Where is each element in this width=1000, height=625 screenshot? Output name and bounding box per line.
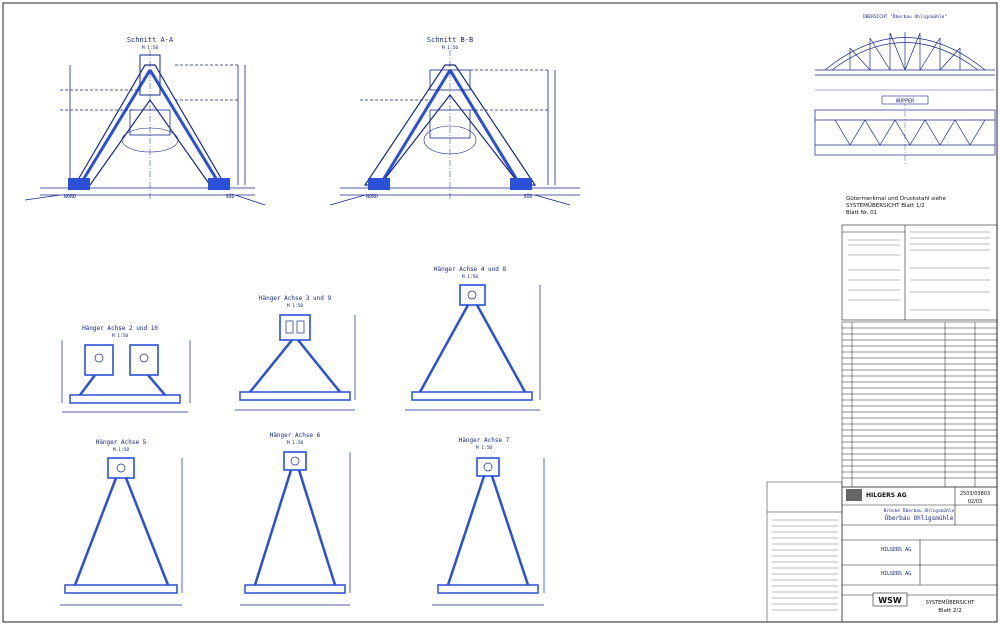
overview-title: ÜBERSICHT "Überbau Ohligsmühle" (863, 13, 947, 20)
company-name: HILGERS AG (866, 492, 907, 499)
haenger-7-title: Hänger Achse 7 (459, 437, 510, 444)
company-name-3: HILGERS AG (881, 571, 911, 577)
river-label-box (881, 95, 929, 105)
section-b-sued: SÜD (523, 193, 532, 200)
haenger-3-9-title: Hänger Achse 3 und 9 (259, 295, 332, 302)
haenger-4-8-title: Hänger Achse 4 und 8 (434, 266, 507, 273)
wsw-logo: WSW (878, 596, 902, 605)
section-b-title: Schnitt B-B (427, 36, 473, 44)
notes-block (841, 224, 998, 321)
haenger-2-10-title: Hänger Achse 2 und 10 (82, 325, 158, 332)
company-name-2: HILGERS AG (881, 547, 911, 553)
haenger-2-10-drawing (61, 340, 191, 413)
haenger-7-scale: M 1:50 (476, 445, 493, 451)
sheet-head-line3: Blatt Nr. 01 (846, 210, 877, 216)
section-a-nord: NORD (64, 194, 76, 200)
haenger-5-title: Hänger Achse 5 (96, 439, 147, 446)
section-b-nord: NORD (366, 194, 378, 200)
index-number: 2503/03803 (960, 491, 990, 497)
overview-elevation (815, 32, 995, 91)
legend-block (766, 481, 843, 623)
overview-plan (814, 100, 996, 165)
river-label: WUPPER (896, 99, 915, 105)
section-a-sued: SÜD (225, 193, 234, 200)
haenger-3-9-scale: M 1:50 (287, 303, 304, 309)
haenger-6-scale: M 1:50 (287, 440, 304, 446)
drawing-title: SYSTEMÜBERSICHT (926, 599, 976, 606)
haenger-5-drawing (60, 457, 183, 606)
plan-number: 02/03 (968, 499, 982, 505)
haenger-7-drawing (432, 457, 545, 606)
haenger-2-10-scale: M 1:50 (112, 333, 129, 339)
client-name: Überbau Ohligsmühle (885, 515, 954, 522)
sheet-head-line2: SYSTEMÜBERSICHT Blatt 1/2 (846, 202, 925, 209)
haenger-6-drawing (240, 451, 351, 606)
sheet-number: Blatt 2/2 (938, 608, 962, 614)
sheet-head-line1: Gütermerkmal und Druckstahl siehe (846, 196, 946, 202)
company-logo-mark (846, 489, 862, 501)
section-a-title: Schnitt A-A (127, 36, 174, 44)
project-line: Brücke Überbau Ohligsmühle (884, 507, 955, 514)
revision-list (841, 321, 998, 488)
haenger-3-9-drawing (235, 314, 356, 411)
haenger-5-scale: M 1:50 (113, 447, 130, 453)
section-b-scale: M 1:50 (442, 45, 459, 51)
haenger-4-8-drawing (405, 284, 541, 411)
haenger-6-title: Hänger Achse 6 (270, 432, 321, 439)
section-b-drawing (329, 50, 580, 206)
title-block (841, 486, 998, 623)
haenger-4-8-scale: M 1:50 (462, 274, 479, 280)
wsw-box (872, 592, 908, 607)
section-a-drawing (24, 50, 266, 206)
section-a-scale: M 1:50 (142, 45, 159, 51)
